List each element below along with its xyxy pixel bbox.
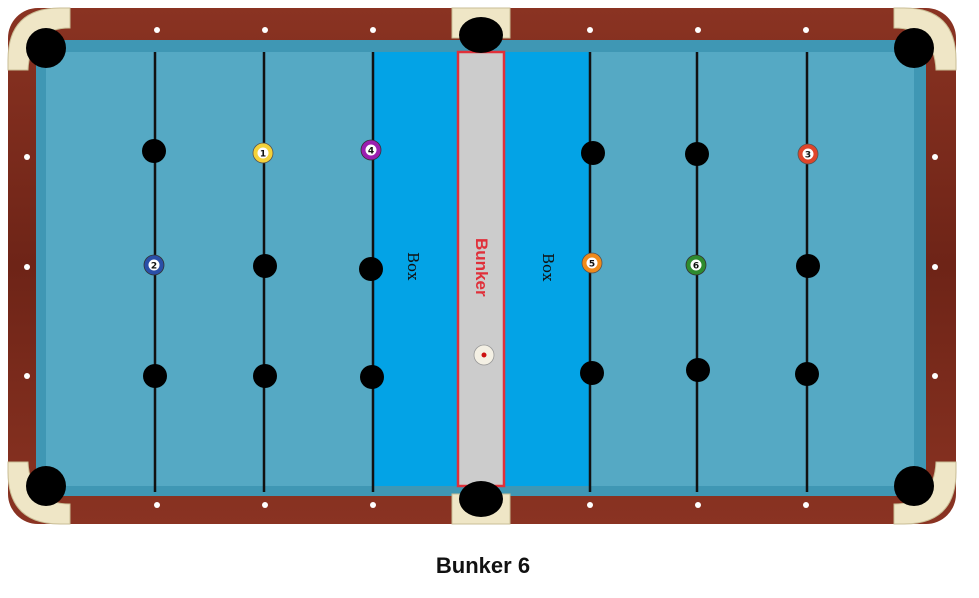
diagram-caption: Bunker 6	[435, 553, 531, 578]
ball-3: 3	[797, 143, 819, 165]
ball-5: 5	[581, 252, 603, 274]
ball-4: 4	[360, 139, 382, 161]
ball-1: 1	[252, 142, 274, 164]
ball-6-number: 6	[693, 262, 699, 272]
cue-ball	[473, 344, 495, 366]
spot-markers	[142, 139, 820, 389]
ball-2: 2	[143, 254, 165, 276]
right-box-zone	[504, 52, 590, 486]
right-box-label: Box	[539, 253, 557, 282]
left-box-label: Box	[404, 252, 422, 281]
bunker-label: Bunker	[472, 238, 491, 297]
ball-5-number: 5	[589, 260, 595, 270]
ball-4-number: 4	[368, 147, 374, 157]
rail-diamonds	[24, 27, 938, 508]
ball-1-number: 1	[260, 150, 266, 160]
ball-2-number: 2	[151, 262, 157, 272]
left-box-zone	[374, 52, 458, 486]
pockets	[26, 17, 934, 517]
ball-3-number: 3	[805, 151, 811, 161]
ball-6: 6	[685, 254, 707, 276]
pool-table-diagram: Bunker Box Box 1 2 3 4 5 6	[7, 7, 957, 525]
